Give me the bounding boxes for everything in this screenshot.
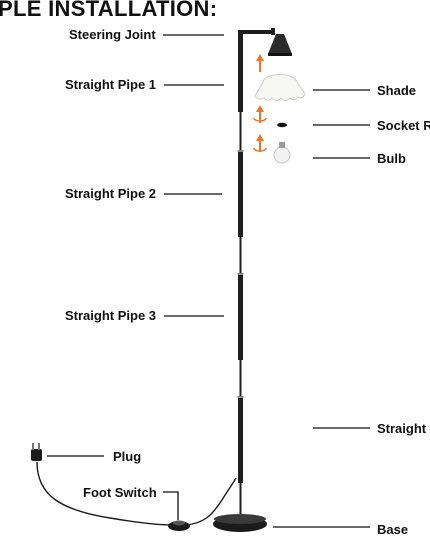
label-foot-switch: Foot Switch [83, 485, 157, 500]
socket-ring-shape [277, 122, 287, 128]
label-base: Base [377, 522, 409, 537]
bulb-shape [273, 142, 291, 164]
shade-holder [268, 34, 292, 54]
leader-foot-switch [163, 491, 179, 520]
page-title: PLE INSTALLATION: [0, 0, 218, 21]
straight-pipe-4 [238, 397, 243, 483]
label-straight-pipe-4: Straight [377, 421, 427, 436]
straight-pipe-3 [238, 274, 243, 360]
leader-lines [47, 34, 370, 528]
label-shade: Shade [377, 83, 417, 98]
straight-pipe-1 [238, 30, 243, 112]
label-straight-pipe-1: Straight Pipe 1 [65, 77, 157, 92]
assembly-arrows [253, 54, 267, 152]
label-steering-joint: Steering Joint [69, 27, 156, 42]
label-plug: Plug [113, 449, 142, 464]
foot-switch-shape [168, 520, 190, 531]
shade-shape [254, 74, 306, 101]
straight-pipe-2 [238, 151, 243, 237]
plug-shape [31, 443, 42, 461]
pipes [237, 112, 244, 516]
label-straight-pipe-2: Straight Pipe 2 [65, 186, 157, 201]
power-cord [36, 461, 237, 526]
label-straight-pipe-3: Straight Pipe 3 [65, 308, 157, 323]
steering-joint [238, 28, 275, 112]
label-bulb: Bulb [377, 151, 406, 166]
label-socket-ring: Socket R [377, 118, 430, 133]
